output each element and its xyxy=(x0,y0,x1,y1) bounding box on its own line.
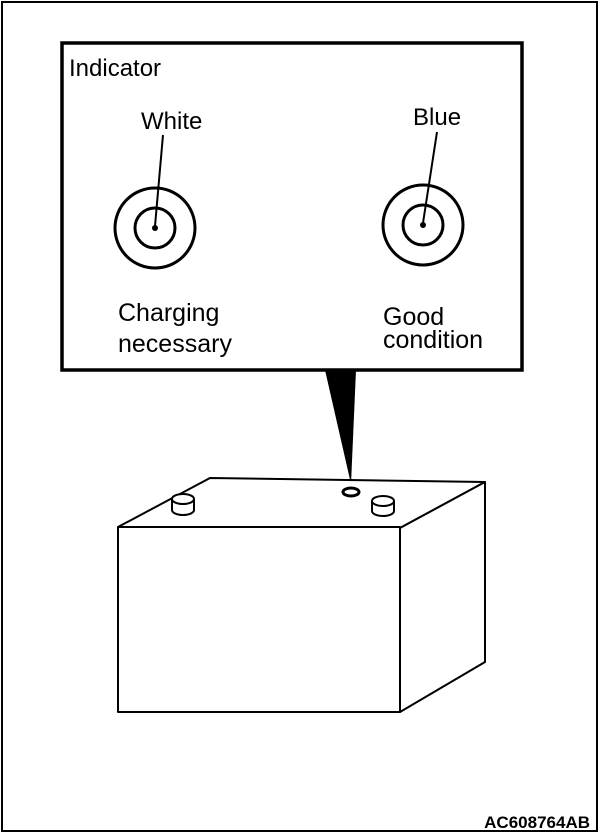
battery-indicator-eye xyxy=(341,486,361,498)
battery-front-face xyxy=(117,526,401,713)
callout-pointer xyxy=(325,370,356,484)
indicator-callout-panel xyxy=(60,41,524,372)
charging-label-line2: necessary xyxy=(118,330,232,358)
good-label-line1: Good xyxy=(383,303,444,331)
panel-title: Indicator xyxy=(69,55,161,82)
battery-terminal-left xyxy=(171,493,195,516)
blue-leader-line xyxy=(422,131,438,224)
white-color-label: White xyxy=(141,108,202,135)
figure-code: AC608764AB xyxy=(484,813,590,832)
battery-illustration xyxy=(117,477,486,713)
charging-label-line1: Charging xyxy=(118,299,219,327)
white-indicator-icon xyxy=(113,186,197,270)
battery-side-face xyxy=(399,481,486,713)
white-leader-line xyxy=(154,134,164,227)
blue-indicator-icon xyxy=(381,183,465,267)
battery-terminal-right xyxy=(371,495,395,517)
blue-color-label: Blue xyxy=(413,104,461,131)
good-label-line2: condition xyxy=(383,326,483,354)
